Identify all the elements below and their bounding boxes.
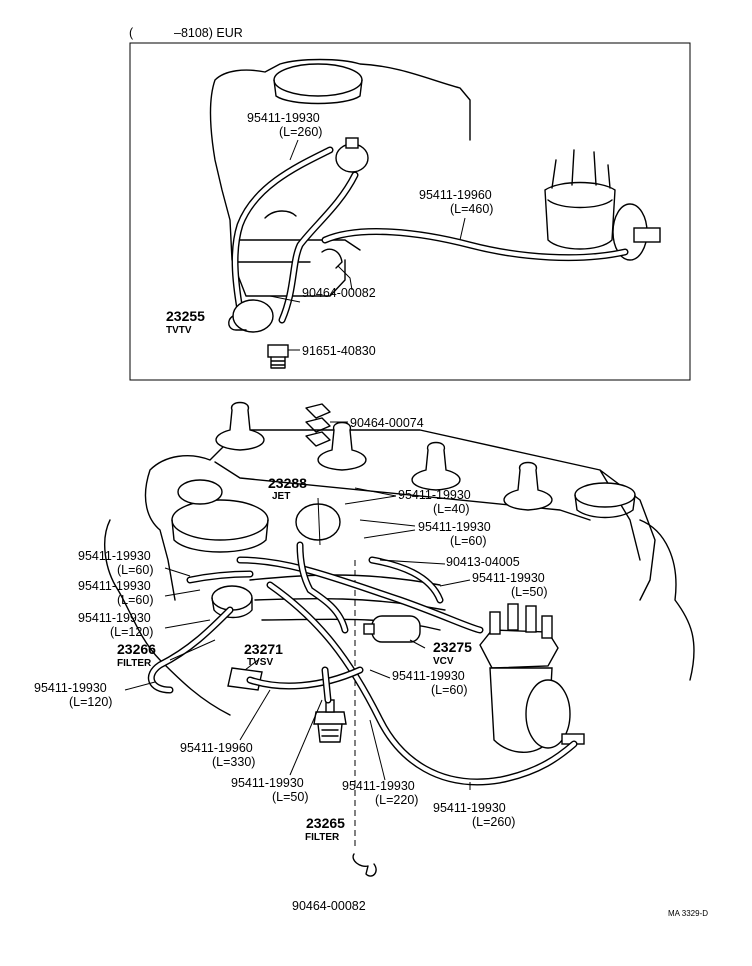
inset-bracket xyxy=(264,210,297,219)
label-h60c: 95411-19930 xyxy=(78,579,151,593)
inset-plug xyxy=(267,344,289,358)
label-h40-len: (L=40) xyxy=(433,502,469,516)
inset-advance-nipple xyxy=(633,227,661,243)
label-h220: 95411-19930 xyxy=(342,779,415,793)
oil-filler-cap xyxy=(574,482,636,508)
vcv xyxy=(371,615,421,643)
header-paren: ( xyxy=(129,26,134,40)
label-vcv-num: 23275 xyxy=(433,639,472,655)
label-h120a: 95411-19930 xyxy=(78,611,151,625)
inset-filler-cap xyxy=(273,63,363,97)
inset-label-hose-right-len: (L=460) xyxy=(450,202,493,216)
label-clip-bottom: 90464-00082 xyxy=(292,899,366,913)
inset-engine-outline xyxy=(209,58,471,297)
label-h50a-len: (L=50) xyxy=(511,585,547,599)
label-h40: 95411-19930 xyxy=(398,488,471,502)
label-h60a-len: (L=60) xyxy=(117,563,153,577)
label-clip-top: 90464-00074 xyxy=(350,416,424,430)
clip-top xyxy=(305,403,331,447)
label-jet-num: 23288 xyxy=(268,475,307,491)
label-h120a-len: (L=120) xyxy=(110,625,153,639)
plug-cap-3 xyxy=(411,441,461,491)
label-h260: 95411-19930 xyxy=(433,801,506,815)
label-h260-len: (L=260) xyxy=(472,815,515,829)
filter-23265 xyxy=(313,711,347,725)
label-h330-len: (L=330) xyxy=(212,755,255,769)
filter-23266 xyxy=(211,585,253,611)
air-horn xyxy=(171,499,269,541)
label-h120b: 95411-19930 xyxy=(34,681,107,695)
engine-right-contour xyxy=(639,519,695,681)
plug-cap-2 xyxy=(317,421,367,471)
label-h60b-len: (L=60) xyxy=(450,534,486,548)
inset-label-tvtv-num: 23255 xyxy=(166,308,205,324)
choke-housing xyxy=(177,479,223,505)
label-h60c-len: (L=60) xyxy=(117,593,153,607)
label-tvsv-num: 23271 xyxy=(244,641,283,657)
label-h60d-len: (L=60) xyxy=(431,683,467,697)
inset-label-hose-right: 95411-19960 xyxy=(419,188,492,202)
inset-label-plug: 91651-40830 xyxy=(302,344,376,358)
inset-label-tvtv-name: TVTV xyxy=(166,325,192,336)
header-range: –8108) EUR xyxy=(174,26,243,40)
inset-panel xyxy=(129,42,691,381)
plug-cap-1 xyxy=(215,401,265,451)
engine-left-contour xyxy=(104,519,231,716)
label-filter2-num: 23265 xyxy=(306,815,345,831)
label-h60a: 95411-19930 xyxy=(78,549,151,563)
inset-frame xyxy=(129,42,691,381)
label-h120b-len: (L=120) xyxy=(69,695,112,709)
inset-cap-skirt xyxy=(273,79,363,105)
label-h60b: 95411-19930 xyxy=(418,520,491,534)
label-filter2-name: FILTER xyxy=(305,832,340,843)
label-h330: 95411-19960 xyxy=(180,741,253,755)
label-tvsv-name: TVSV xyxy=(247,657,273,668)
label-vcv-name: VCV xyxy=(433,656,454,667)
label-jet-name: JET xyxy=(272,491,290,502)
inset-tvtv xyxy=(232,299,274,333)
label-union: 90413-04005 xyxy=(446,555,520,569)
inset-distributor xyxy=(544,149,616,250)
distributor xyxy=(479,603,585,753)
label-h220-len: (L=220) xyxy=(375,793,418,807)
label-h50b: 95411-19930 xyxy=(231,776,304,790)
label-filter1-num: 23266 xyxy=(117,641,156,657)
engine-outline xyxy=(144,429,656,601)
clip-bottom xyxy=(352,853,377,877)
plug-cap-4 xyxy=(503,461,553,511)
label-h60d: 95411-19930 xyxy=(392,669,465,683)
inset-clip xyxy=(321,248,343,269)
inset-label-hose-top: 95411-19930 xyxy=(247,111,320,125)
inset-label-clip: 90464-00082 xyxy=(302,286,376,300)
inset-label-hose-top-len: (L=260) xyxy=(279,125,322,139)
label-h50a: 95411-19930 xyxy=(472,571,545,585)
label-h50b-len: (L=50) xyxy=(272,790,308,804)
main-engine xyxy=(104,401,695,877)
label-filter1-name: FILTER xyxy=(117,658,152,669)
diagram-code: MA 3329-D xyxy=(668,909,708,918)
